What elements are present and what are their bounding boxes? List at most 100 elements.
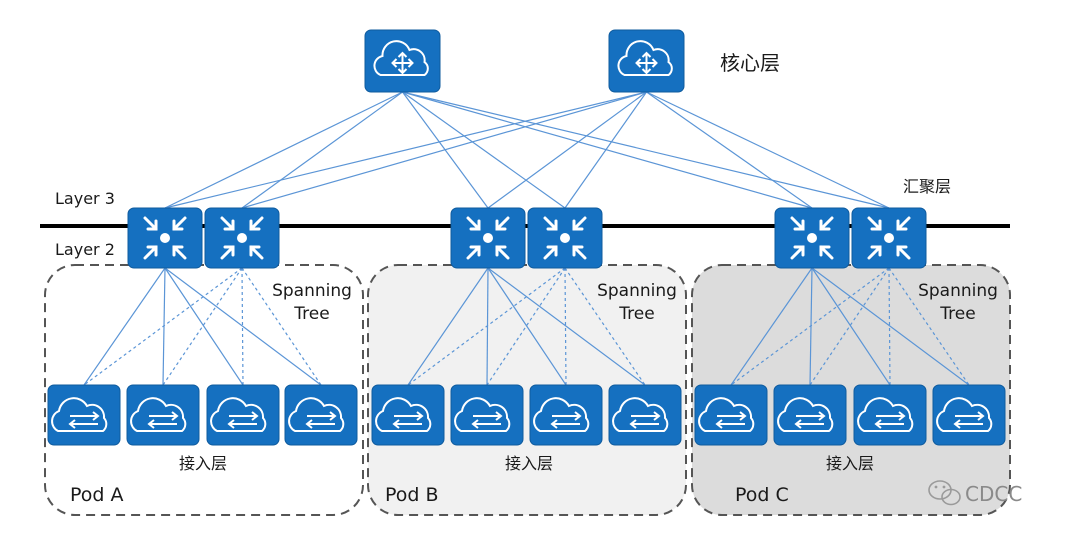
- arrow-right-head: [653, 411, 661, 421]
- core-agg-link: [646, 91, 813, 209]
- arrow-head: [819, 245, 831, 257]
- access-switch-10: [773, 384, 847, 446]
- aggregation-layer-label: 汇聚层: [903, 177, 951, 196]
- pod-c-label: Pod C: [735, 484, 789, 506]
- arrow-shaft: [466, 216, 481, 231]
- cloud-outline: [698, 397, 755, 432]
- agg-access-link: [487, 267, 646, 386]
- center-dot: [807, 233, 817, 243]
- router-cloud-icon: [617, 40, 673, 76]
- arrow-head: [793, 245, 805, 257]
- arrow-head: [870, 245, 882, 257]
- access-layer-label-c: 接入层: [826, 454, 874, 473]
- center-dot: [483, 233, 493, 243]
- cloud-outline: [857, 397, 914, 432]
- arrow-left-head: [471, 419, 479, 429]
- access-switch-cloud-icon: [288, 397, 345, 432]
- agg-access-blocked-link: [564, 267, 567, 386]
- agg-access-blocked-link: [888, 267, 891, 386]
- center-dot: [884, 233, 894, 243]
- agg-access-link: [83, 267, 166, 386]
- arrow-right-head: [574, 411, 582, 421]
- cloud-outline: [777, 397, 834, 432]
- cloud-outline: [51, 397, 108, 432]
- arrow-head: [469, 219, 481, 231]
- arrow-left-head: [953, 419, 961, 429]
- access-switch-cloud-icon: [936, 397, 993, 432]
- watermark-text: CDCC: [965, 482, 1022, 506]
- arrow-left-head: [550, 419, 558, 429]
- access-switch-2: [126, 384, 200, 446]
- cloud-outline: [936, 397, 993, 432]
- wechat-icon: [928, 480, 961, 506]
- arrow-shaft: [867, 245, 882, 260]
- arrow-head: [896, 219, 908, 231]
- cloud-outline: [454, 397, 511, 432]
- core-agg-link: [164, 91, 403, 209]
- arrow-right-head: [977, 411, 985, 421]
- arrow-left-head: [147, 419, 155, 429]
- access-switch-5: [371, 384, 445, 446]
- agg-access-link: [730, 267, 813, 386]
- layer2-label: Layer 2: [55, 240, 115, 259]
- aggregation-switch-icon: [143, 216, 187, 260]
- cloud-outline: [130, 397, 187, 432]
- arrow-head: [249, 219, 261, 231]
- stp-label-b2: Tree: [618, 304, 654, 324]
- arrow-head: [249, 245, 261, 257]
- arrow-left-head: [794, 419, 802, 429]
- arrow-shaft: [249, 216, 264, 231]
- arrow-left-head: [874, 419, 882, 429]
- arrow-head: [819, 219, 831, 231]
- center-dot: [160, 233, 170, 243]
- stp-label-a2: Tree: [293, 304, 329, 324]
- access-switch-cloud-icon: [777, 397, 834, 432]
- arrow-head: [495, 245, 507, 257]
- arrow-left-head: [227, 419, 235, 429]
- agg-access-link: [809, 267, 813, 386]
- arrow-right-head: [92, 411, 100, 421]
- cloud-outline: [375, 397, 432, 432]
- agg-access-link: [164, 267, 322, 386]
- core-agg-link: [402, 91, 890, 209]
- arrow-shaft: [572, 245, 587, 260]
- arrow-left-head: [68, 419, 76, 429]
- core-agg-link: [241, 91, 647, 209]
- access-switch-8: [608, 384, 682, 446]
- agg-access-link: [811, 267, 970, 386]
- cloud-outline: [373, 40, 429, 76]
- access-switch-4: [284, 384, 358, 446]
- arrow-left-head: [392, 419, 400, 429]
- arrow-head: [172, 219, 184, 231]
- arrow-shaft: [495, 245, 510, 260]
- aggregation-switch-icon: [790, 216, 834, 260]
- arrow-head: [546, 245, 558, 257]
- access-switch-9: [694, 384, 768, 446]
- arrow-right-head: [329, 411, 337, 421]
- agg-access-link: [486, 267, 489, 386]
- aggregation-switch-1: [127, 207, 203, 269]
- arrow-shaft: [543, 245, 558, 260]
- arrow-head: [572, 219, 584, 231]
- arrow-left-head: [305, 419, 313, 429]
- arrow-head: [546, 219, 558, 231]
- arrow-shaft: [220, 245, 235, 260]
- center-dot: [237, 233, 247, 243]
- stp-label-c2: Tree: [939, 304, 975, 324]
- arrow-head: [172, 245, 184, 257]
- arrow-right-head: [416, 411, 424, 421]
- agg-access-link: [487, 267, 567, 386]
- agg-access-blocked-link: [83, 267, 243, 386]
- agg-access-link: [407, 267, 489, 386]
- arrow-head: [793, 219, 805, 231]
- arrow-left-head: [715, 419, 723, 429]
- arrow-shaft: [220, 216, 235, 231]
- access-switch-cloud-icon: [454, 397, 511, 432]
- arrow-head: [870, 219, 882, 231]
- devices: [47, 29, 1006, 446]
- cloud-outline: [210, 397, 267, 432]
- access-switch-3: [206, 384, 280, 446]
- arrow-right-head: [251, 411, 259, 421]
- access-switch-11: [853, 384, 927, 446]
